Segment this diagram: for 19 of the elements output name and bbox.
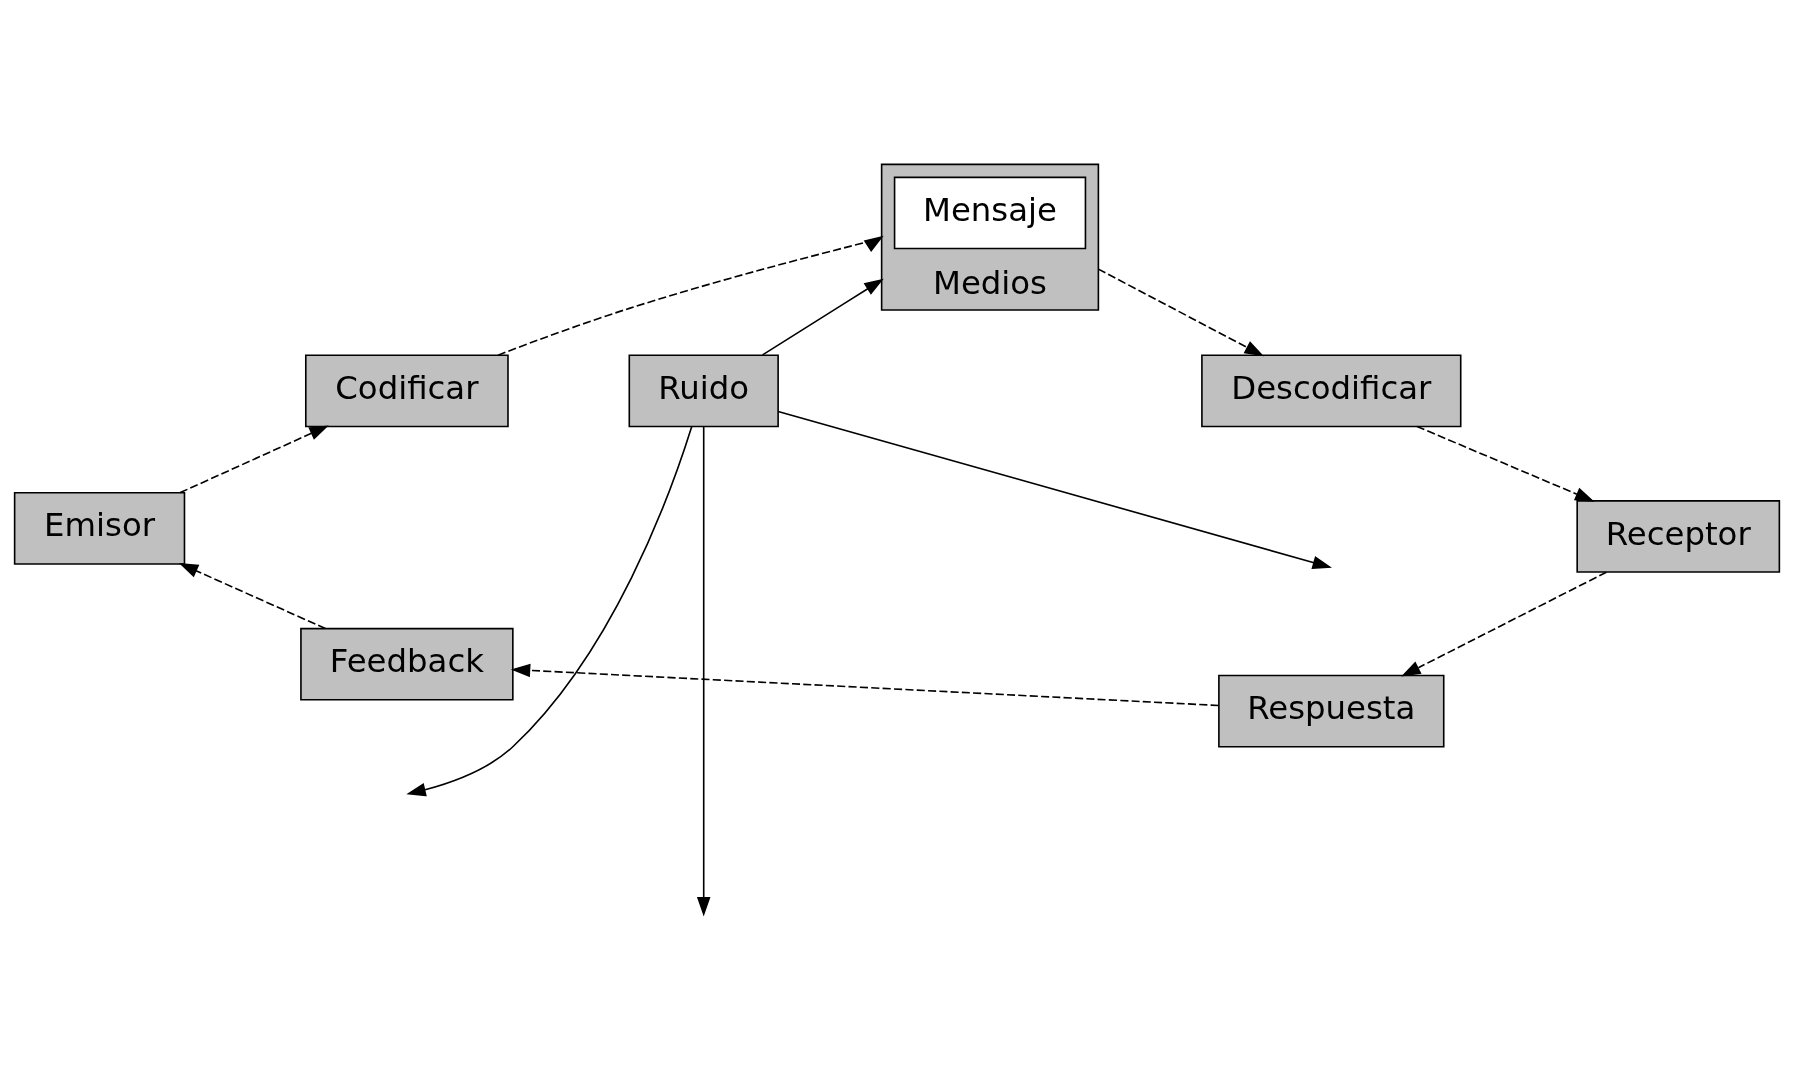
node-box: Mensaje <box>893 176 1087 250</box>
node-box: Respuesta <box>1218 674 1445 748</box>
arrow <box>510 663 1220 707</box>
arrow <box>777 410 1332 570</box>
arrow <box>696 425 711 917</box>
arrow <box>179 425 329 494</box>
node-box: Descodificar <box>1201 354 1462 428</box>
node-box: Receptor <box>1576 500 1781 573</box>
arrow <box>761 278 884 356</box>
arrow <box>406 425 693 797</box>
node-box: Ruido <box>628 354 779 428</box>
node-box: Codificar <box>305 354 509 428</box>
arrow <box>1401 571 1608 677</box>
arrow <box>178 563 327 630</box>
arrow <box>1097 268 1264 357</box>
node-box: Feedback <box>300 627 514 701</box>
node-box: Emisor <box>13 491 186 565</box>
arrow <box>1416 425 1595 502</box>
arrow <box>497 235 884 356</box>
